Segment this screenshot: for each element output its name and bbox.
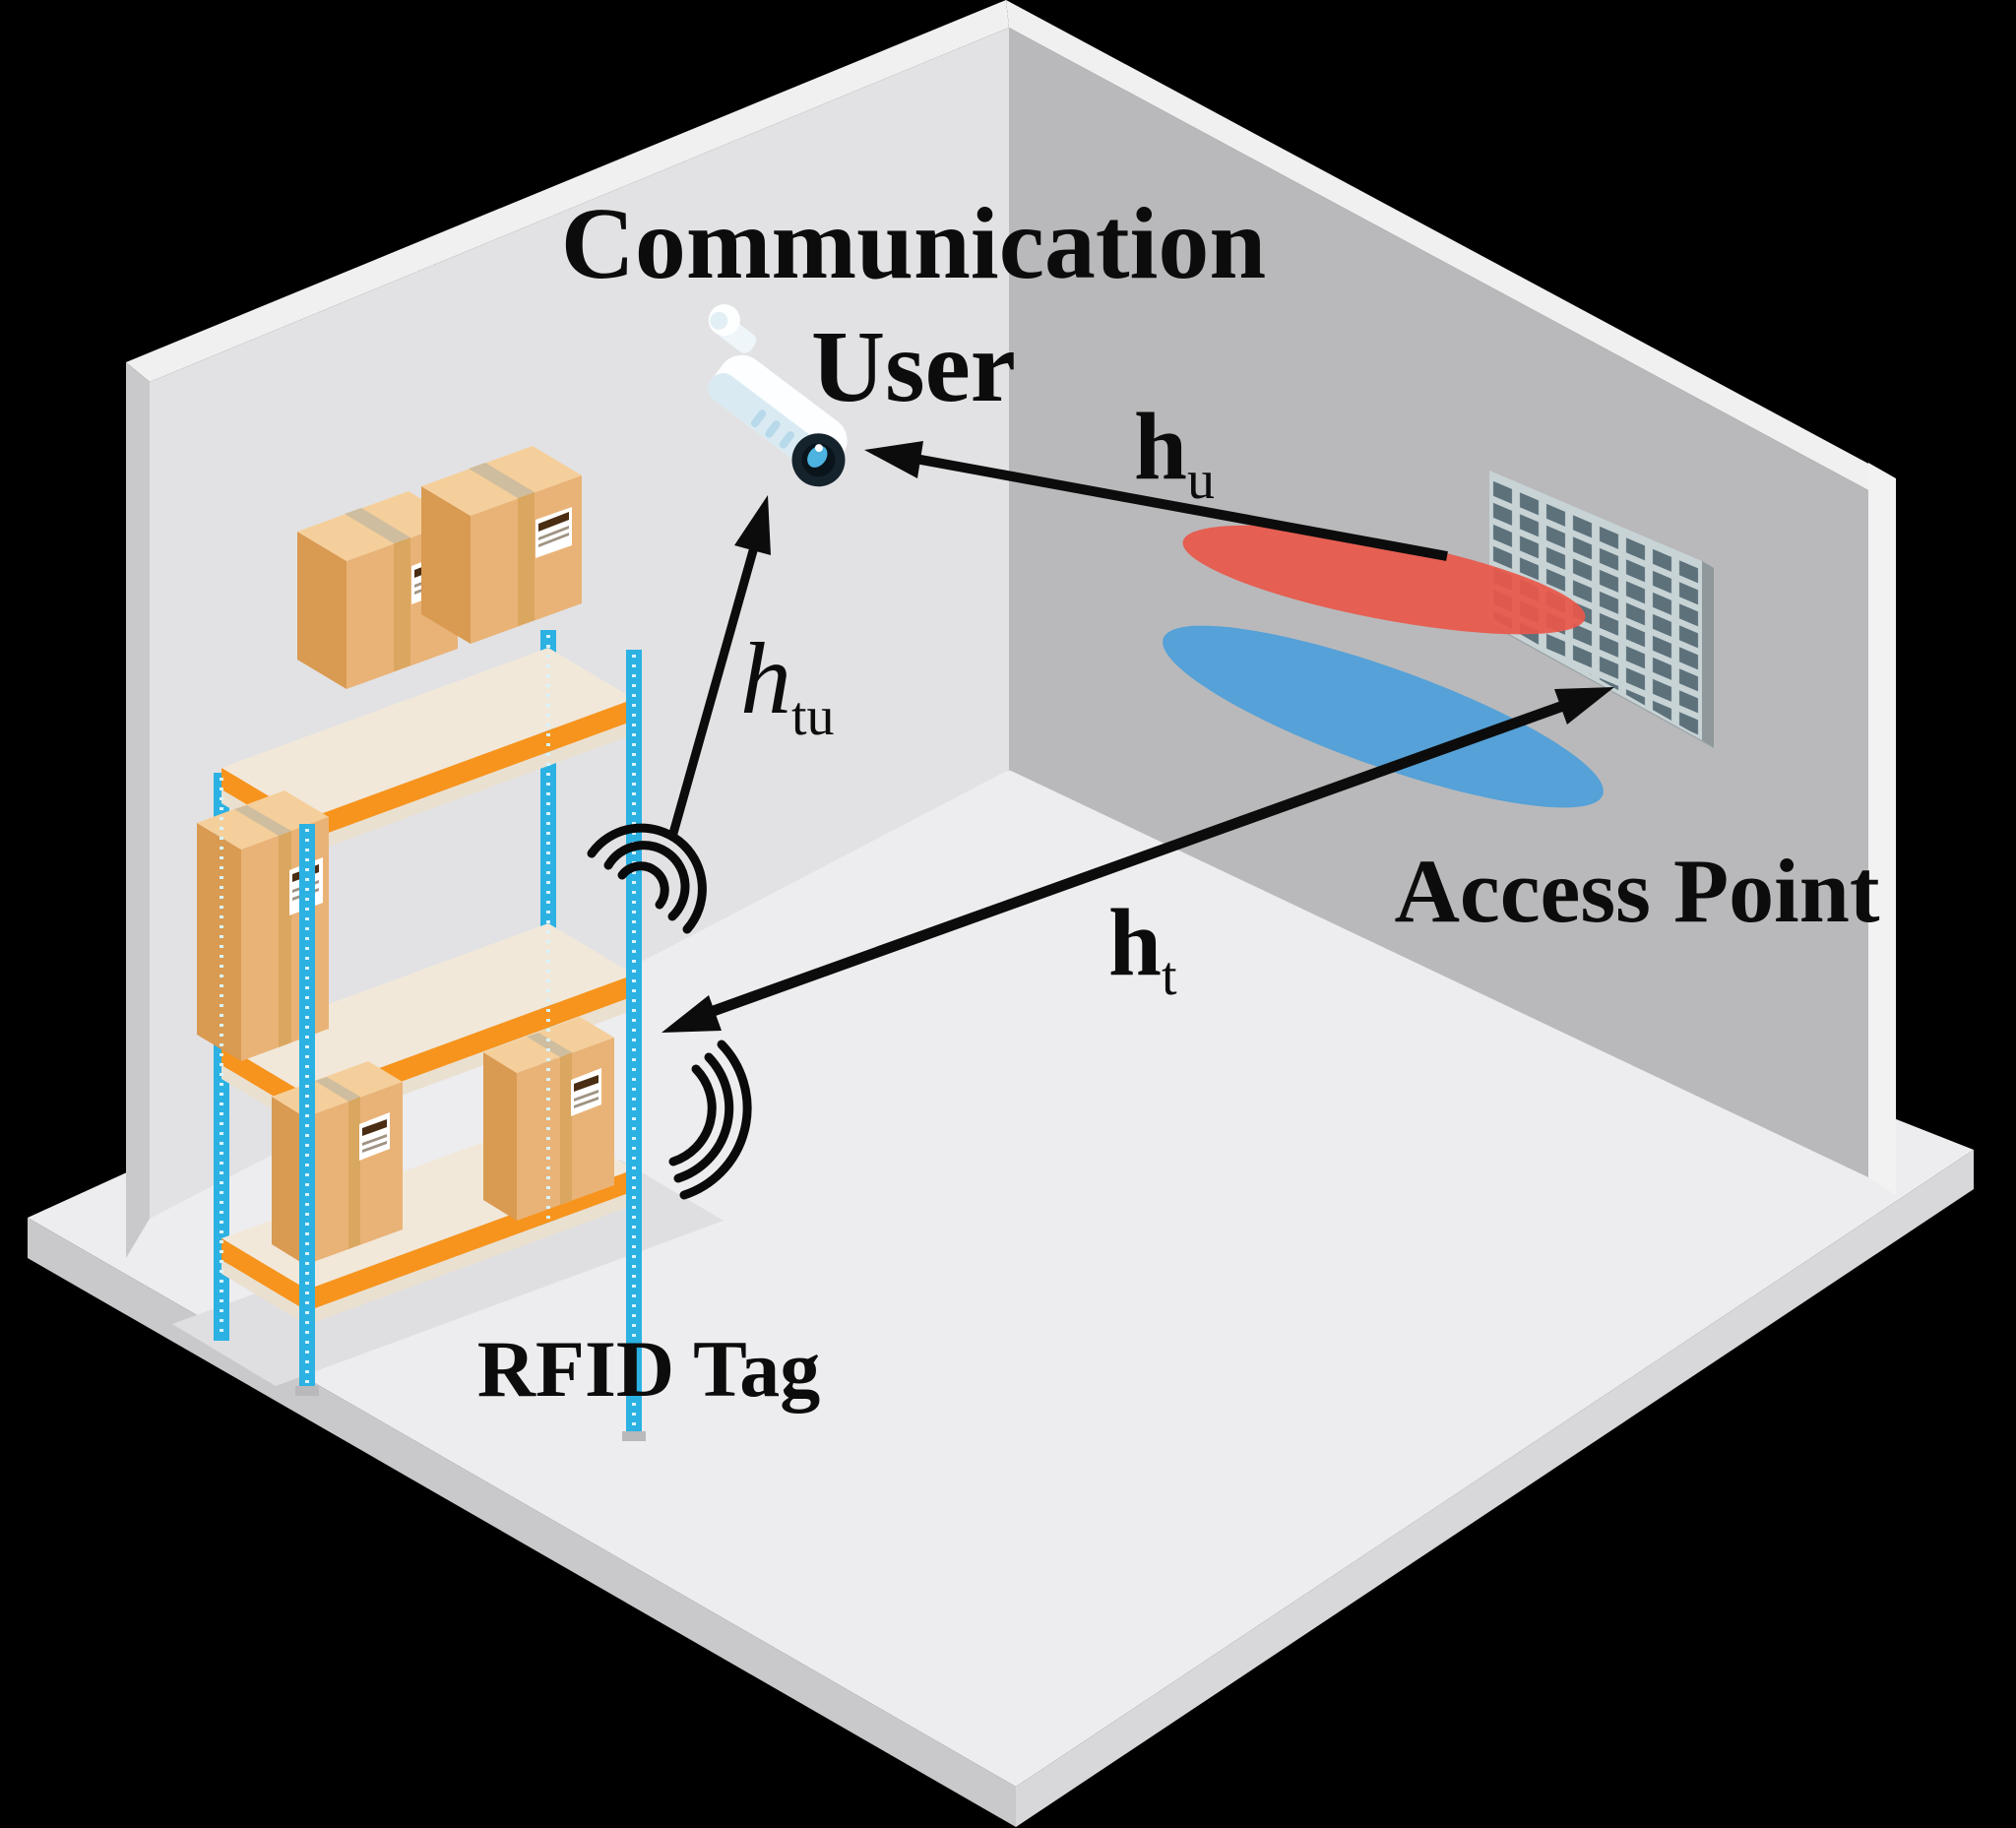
cardboard-box-icon <box>272 1061 403 1265</box>
channel-arrow-ht <box>662 687 1614 1033</box>
right-wall-side-edge <box>1868 463 1896 1195</box>
label-channel-hu: hu <box>1134 392 1215 511</box>
beam-red-lobe-icon <box>1182 525 1586 635</box>
label-communication-user-line1: Communication <box>560 187 1267 300</box>
cardboard-box-icon <box>421 446 582 644</box>
cctv-camera-icon <box>708 304 848 487</box>
rfid-wave-icon-upper <box>587 823 707 934</box>
label-communication-user: Communication User <box>520 183 1307 429</box>
ap-panel-grid <box>1492 476 1699 736</box>
channel-htu-symbol: h <box>740 622 791 735</box>
floor-edge-right <box>1016 1150 1974 1827</box>
beam-blue-lobe-icon <box>1163 625 1604 808</box>
channel-ht-subscript: t <box>1161 946 1177 1007</box>
channel-htu-subscript: tu <box>791 686 835 747</box>
shelf-post-front-near <box>295 824 319 1396</box>
channel-arrow-htu <box>667 495 771 839</box>
channel-hu-symbol: h <box>1134 394 1187 499</box>
ap-panel-bottom-edge <box>1489 623 1714 748</box>
ap-panel-side-edge <box>1702 561 1714 748</box>
label-channel-ht: ht <box>1108 888 1177 1007</box>
left-wall-top-edge <box>126 0 1009 382</box>
channel-arrow-hu <box>864 441 1448 561</box>
warehouse-shelf-icon <box>197 446 646 1441</box>
rfid-wave-icon-lower <box>668 1040 752 1200</box>
cardboard-box-icon <box>483 1017 614 1221</box>
left-wall <box>126 0 1009 1258</box>
left-wall-side-edge <box>126 362 150 1258</box>
channel-ht-symbol: h <box>1108 890 1162 995</box>
channel-hu-subscript: u <box>1186 450 1215 511</box>
label-rfid-tag: RFID Tag <box>476 1324 821 1414</box>
right-wall-top-edge <box>1006 0 1870 490</box>
label-channel-htu: htu <box>740 620 835 747</box>
label-access-point: Access Point <box>1394 841 1880 941</box>
label-communication-user-line2: User <box>811 309 1016 423</box>
antenna-array-icon <box>1489 471 1714 748</box>
